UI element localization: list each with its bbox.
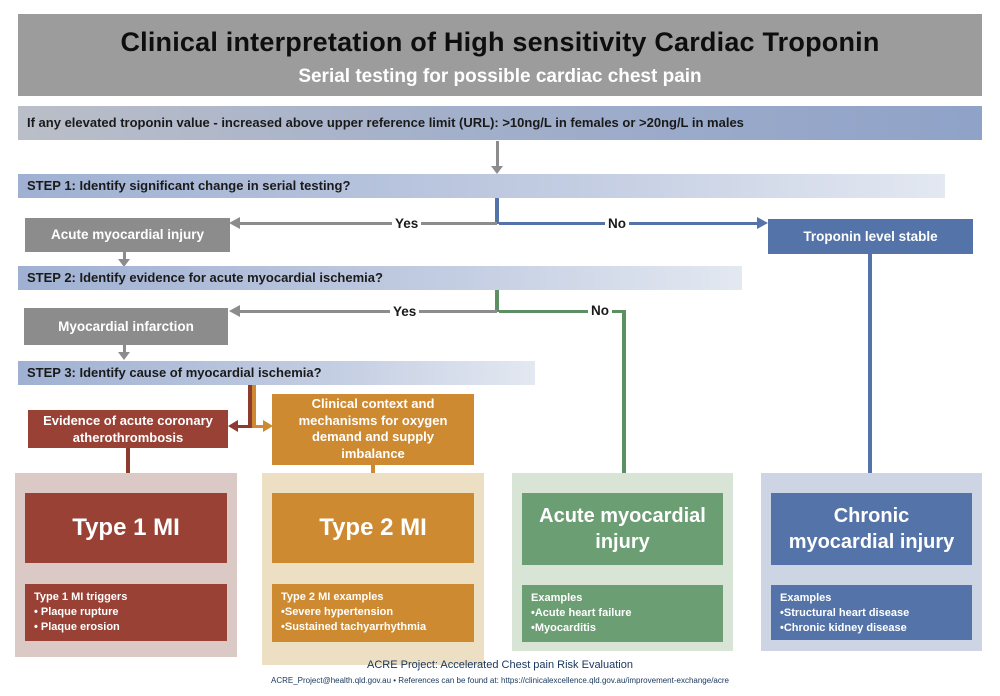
arrow-down-icon xyxy=(118,352,130,360)
detail-heading: Examples xyxy=(531,592,583,604)
type1-detail-box: Type 1 MI triggers • Plaque rupture • Pl… xyxy=(25,584,227,641)
detail-item: • Plaque rupture xyxy=(34,606,119,618)
chronic-injury-detail-box: Examples •Structural heart disease •Chro… xyxy=(771,585,972,640)
detail-item: • Plaque erosion xyxy=(34,621,120,633)
criteria-text: If any elevated troponin value - increas… xyxy=(27,115,744,130)
type1-mi-header: Type 1 MI xyxy=(25,493,227,563)
step1-yes-label: Yes xyxy=(392,215,422,232)
arrow-right-icon xyxy=(263,420,273,432)
flow-line xyxy=(248,385,252,428)
chronic-injury-header: Chronic myocardial injury xyxy=(771,493,972,565)
flow-line xyxy=(123,252,126,260)
arrow-down-icon xyxy=(118,259,130,267)
arrow-left-icon xyxy=(228,420,238,432)
detail-item: •Sustained tachyarrhythmia xyxy=(281,621,427,633)
detail-item: •Chronic kidney disease xyxy=(780,622,907,634)
flow-line xyxy=(238,425,252,428)
troponin-level-stable-box: Troponin level stable xyxy=(768,219,973,254)
acute-injury-detail-box: Examples •Acute heart failure •Myocardit… xyxy=(522,585,723,642)
page-title: Clinical interpretation of High sensitiv… xyxy=(120,27,880,57)
detail-item: •Structural heart disease xyxy=(780,607,910,619)
acute-myocardial-injury-box: Acute myocardial injury xyxy=(25,218,230,252)
footer-project-line: ACRE Project: Accelerated Chest pain Ris… xyxy=(367,659,633,671)
flow-line xyxy=(496,141,499,166)
flow-line xyxy=(868,254,872,484)
flow-line xyxy=(495,198,499,224)
type2-detail-box: Type 2 MI examples •Severe hypertension … xyxy=(272,584,474,642)
myocardial-infarction-box: Myocardial infarction xyxy=(24,308,228,345)
detail-heading: Type 2 MI examples xyxy=(281,591,384,603)
arrow-left-icon xyxy=(229,217,240,229)
arrow-left-icon xyxy=(229,305,240,317)
flow-line xyxy=(495,290,499,312)
criteria-bar: If any elevated troponin value - increas… xyxy=(18,106,982,140)
flow-line xyxy=(252,425,264,428)
detail-item: •Myocarditis xyxy=(531,622,596,634)
step3-label: STEP 3: Identify cause of myocardial isc… xyxy=(27,365,322,380)
step2-yes-label: Yes xyxy=(390,303,420,320)
step1-label: STEP 1: Identify significant change in s… xyxy=(27,178,351,193)
flow-line xyxy=(252,385,256,428)
detail-item: •Acute heart failure xyxy=(531,607,632,619)
step2-label: STEP 2: Identify evidence for acute myoc… xyxy=(27,270,383,285)
step1-bar: STEP 1: Identify significant change in s… xyxy=(18,174,945,198)
flow-line xyxy=(499,310,626,313)
arrow-down-icon xyxy=(491,166,503,174)
flow-line xyxy=(123,345,126,353)
step1-no-label: No xyxy=(605,215,629,232)
footer-contact-line: ACRE_Project@health.qld.gov.au • Referen… xyxy=(271,676,729,685)
detail-item: •Severe hypertension xyxy=(281,606,394,618)
atherothrombosis-box: Evidence of acute coronary atherothrombo… xyxy=(28,410,228,448)
type2-mi-header: Type 2 MI xyxy=(272,493,474,563)
detail-heading: Examples xyxy=(780,592,832,604)
detail-heading: Type 1 MI triggers xyxy=(34,591,128,603)
arrow-right-icon xyxy=(757,217,768,229)
step2-no-label: No xyxy=(588,302,612,319)
flow-line xyxy=(622,310,626,482)
title-bar: Clinical interpretation of High sensitiv… xyxy=(18,14,982,96)
step2-bar: STEP 2: Identify evidence for acute myoc… xyxy=(18,266,742,290)
clinical-context-box: Clinical context and mechanisms for oxyg… xyxy=(272,394,474,465)
flow-line xyxy=(240,310,497,313)
flow-line xyxy=(126,448,130,484)
acute-injury-header: Acute myocardial injury xyxy=(522,493,723,565)
step3-bar: STEP 3: Identify cause of myocardial isc… xyxy=(18,361,535,385)
flow-line xyxy=(240,222,497,225)
page-subtitle: Serial testing for possible cardiac ches… xyxy=(298,66,702,87)
